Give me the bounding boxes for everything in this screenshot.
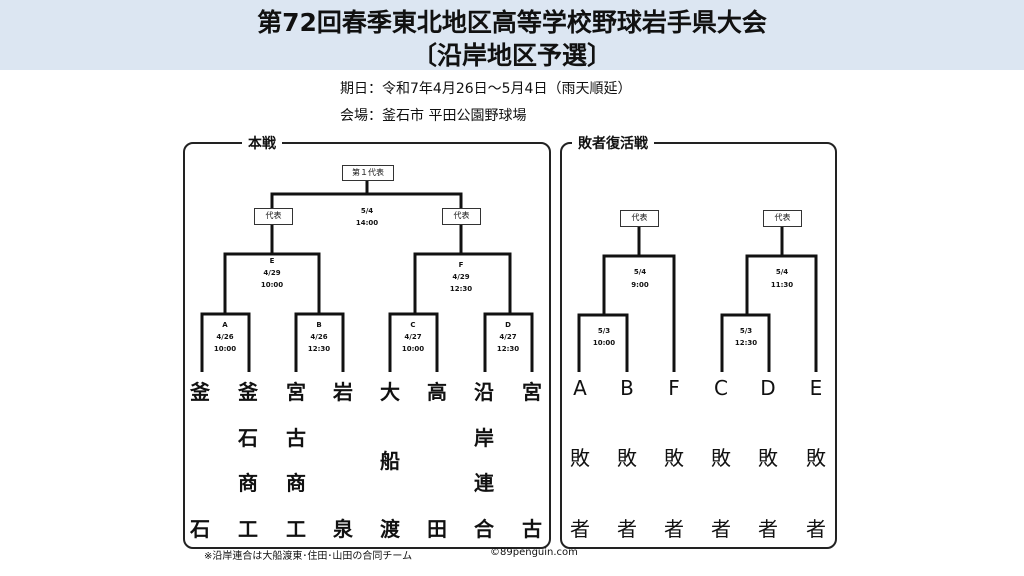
team-name: 岩泉 (328, 376, 358, 542)
first-round-game-date: 4/27 (499, 333, 517, 341)
repechage-second-date: 5/4 (775, 268, 789, 276)
semi-game-id: F (458, 261, 464, 269)
team-name-char: 泉 (333, 517, 353, 541)
repechage-entry: D 敗者 (753, 376, 783, 542)
team-name-char: 合 (474, 516, 494, 541)
team-name-char: F (668, 376, 680, 400)
team-name-char: 敗 (758, 446, 778, 470)
repechage-entry: A 敗者 (565, 376, 595, 542)
first-round-game-date: 4/27 (404, 333, 422, 341)
team-name-char: 工 (286, 516, 306, 541)
title-banner: 第72回春季東北地区高等学校野球岩手県大会 〔沿岸地区予選〕 (0, 0, 1024, 70)
team-name-char: B (620, 376, 634, 400)
team-name-char: 者 (711, 517, 731, 541)
team-name-char: 沿 (474, 380, 494, 404)
first-round-game-date: 4/26 (216, 333, 234, 341)
semi-game-date: 4/29 (452, 273, 470, 281)
team-name-char: 工 (238, 516, 258, 541)
team-name-char: 石 (190, 517, 210, 541)
semi-game-id: E (269, 257, 275, 265)
team-name-char: 者 (758, 517, 778, 541)
team-name-char: C (714, 376, 728, 400)
team-name-char: 岸 (474, 425, 494, 450)
team-name-char: 宮 (522, 380, 542, 404)
team-name-char: 釜 (238, 380, 258, 404)
team-name-char: 古 (286, 425, 306, 450)
first-round-game-time: 10:00 (401, 345, 425, 353)
repechage-entry: F 敗者 (659, 376, 689, 542)
first-round-game-id: B (316, 321, 322, 329)
team-name-char: 商 (286, 471, 306, 496)
first-round-game-id: D (505, 321, 511, 329)
team-name-char: 釜 (190, 380, 210, 404)
team-name-char: 敗 (664, 446, 684, 470)
first-round-game-time: 12:30 (496, 345, 520, 353)
team-name-char: E (809, 376, 823, 400)
repechage-label: 敗者復活戦 (572, 133, 654, 153)
final-date: 5/4 (360, 207, 374, 215)
page-subtitle: 〔沿岸地区予選〕 (411, 41, 612, 70)
team-name: 宮古商工 (281, 376, 311, 542)
period-text: 期日：令和7年4月26日～5月4日（雨天順延） (340, 81, 632, 97)
first-round-game-date: 4/26 (310, 333, 328, 341)
team-name-char: A (573, 376, 587, 400)
team-name-char: 者 (806, 517, 826, 541)
team-name-char: 者 (617, 517, 637, 541)
team-name-char: 古 (522, 517, 542, 541)
team-name: 釜石商工 (233, 376, 263, 542)
representative-box-right: 代表 (442, 208, 481, 225)
team-name-char: D (760, 376, 776, 400)
repechage-entry: B 敗者 (612, 376, 642, 542)
repechage-second-time: 9:00 (631, 281, 649, 289)
copyright: ©89penguin.com (490, 547, 578, 558)
team-name-char: 岩 (333, 380, 353, 404)
repechage-representative-box-2: 代表 (763, 210, 802, 227)
repechage-panel (560, 142, 837, 549)
team-name: 高田 (422, 376, 452, 542)
repechage-second-date: 5/4 (633, 268, 647, 276)
repechage-entry: E 敗者 (801, 376, 831, 542)
repechage-first-date: 5/3 (739, 327, 753, 335)
team-name-char: 敗 (617, 446, 637, 470)
semi-game-time: 12:30 (449, 285, 473, 293)
team-name-char: 石 (238, 425, 258, 450)
repechage-first-date: 5/3 (597, 327, 611, 335)
team-name-char: 敗 (806, 446, 826, 470)
team-name: 沿岸連合 (469, 376, 499, 542)
team-name-char: 船 (380, 448, 400, 473)
team-name-char: 商 (238, 471, 258, 496)
first-round-game-id: A (222, 321, 228, 329)
main-bracket-label: 本戦 (242, 133, 282, 153)
team-name-char: 敗 (711, 446, 731, 470)
team-name-char: 敗 (570, 446, 590, 470)
representative-box-left: 代表 (254, 208, 293, 225)
repechage-first-time: 10:00 (592, 339, 616, 347)
first-round-game-time: 12:30 (307, 345, 331, 353)
repechage-first-time: 12:30 (734, 339, 758, 347)
first-round-game-id: C (410, 321, 416, 329)
venue-text: 会場：釜石市 平田公園野球場 (340, 108, 527, 124)
team-name-char: 者 (664, 517, 684, 541)
first-representative-box: 第１代表 (342, 165, 394, 181)
page-title: 第72回春季東北地区高等学校野球岩手県大会 (257, 8, 767, 37)
team-name-char: 高 (427, 380, 447, 404)
repechage-second-time: 11:30 (770, 281, 794, 289)
team-name: 大船渡 (375, 376, 405, 542)
team-name-char: 渡 (380, 517, 400, 541)
semi-game-date: 4/29 (263, 269, 281, 277)
repechage-entry: C 敗者 (706, 376, 736, 542)
main-bracket-panel (183, 142, 551, 549)
team-name: 宮古 (517, 376, 547, 542)
team-name: 釜石 (185, 376, 215, 542)
repechage-representative-box-1: 代表 (620, 210, 659, 227)
team-name-char: 田 (427, 517, 447, 541)
team-name-char: 連 (474, 471, 494, 496)
team-name-char: 宮 (286, 380, 306, 404)
team-name-char: 大 (380, 380, 400, 404)
final-time: 14:00 (355, 219, 379, 227)
semi-game-time: 10:00 (260, 281, 284, 289)
team-name-char: 者 (570, 517, 590, 541)
first-round-game-time: 10:00 (213, 345, 237, 353)
footnote: ※沿岸連合は大船渡東･住田･山田の合同チーム (204, 551, 413, 562)
